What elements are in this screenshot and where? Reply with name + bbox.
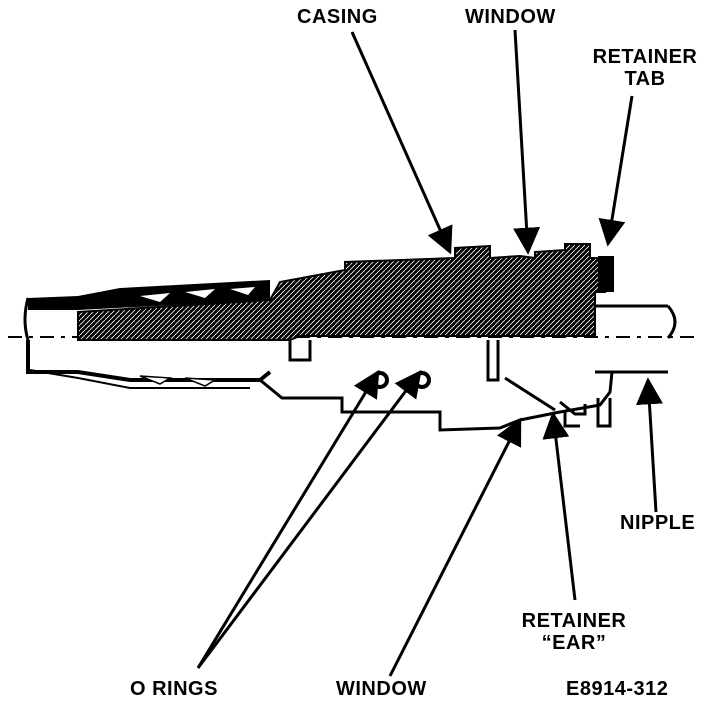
- retainer-tab-label-line1: RETAINER: [592, 46, 698, 68]
- retainer-ear-leader: [542, 411, 577, 601]
- nipple-label: NIPPLE: [620, 512, 696, 534]
- o-ring-leader-1: [196, 369, 380, 669]
- window-top-leader: [513, 29, 541, 255]
- window-bottom-label: WINDOW: [336, 678, 427, 700]
- connector-lower-body: [259, 340, 614, 432]
- retainer-tab-leader: [598, 95, 634, 247]
- leader-lines: [196, 29, 663, 677]
- o-rings-label: O RINGS: [130, 678, 218, 700]
- casing-label: CASING: [297, 6, 378, 28]
- o-ring-leader-2: [196, 369, 422, 669]
- retainer-ear-label-line1: RETAINER: [521, 610, 627, 632]
- retainer-ear-label-line2: “EAR”: [541, 632, 607, 654]
- o-rings: [371, 371, 431, 389]
- figure-id: E8914-312: [566, 678, 669, 700]
- casing-leader: [350, 31, 453, 255]
- nipple: [595, 304, 677, 374]
- window-top-label: WINDOW: [465, 6, 556, 28]
- retainer-tab-label-line2: TAB: [624, 68, 666, 90]
- retainer-tab-label: RETAINER TAB: [590, 46, 700, 90]
- casing: [77, 243, 614, 341]
- nipple-leader: [635, 377, 663, 513]
- window-bottom-leader: [388, 417, 522, 677]
- retainer-ear-label: RETAINER “EAR”: [514, 610, 634, 654]
- hose-end: [23, 280, 272, 389]
